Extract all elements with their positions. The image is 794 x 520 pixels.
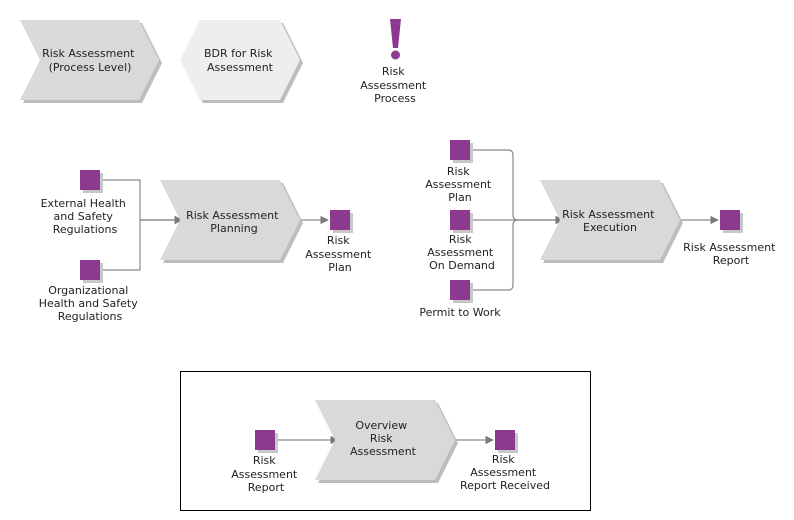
output-label-risk-assessment-plan: Risk Assessment Plan (305, 234, 374, 274)
input-square-permit-to-work[interactable] (450, 280, 473, 303)
legend-bdr-shape[interactable] (180, 20, 303, 103)
input-label-permit-to-work: Permit to Work (419, 306, 501, 319)
input-label-organizational-regulations: Organizational Health and Safety Regulat… (39, 284, 142, 323)
function-overview-risk-assessment[interactable] (315, 400, 458, 483)
function-label-execution: Risk Assessment Execution (562, 208, 658, 234)
input-square-organizational-regulations[interactable] (80, 260, 103, 283)
output-label-report-received: Risk Assessment Report Received (460, 453, 550, 492)
input-label-risk-assessment-plan: Risk Assessment Plan (425, 165, 494, 204)
exclamation-icon[interactable] (390, 19, 401, 60)
output-label-risk-assessment-report: Risk Assessment Report (683, 241, 779, 267)
function-label-overview: Overview Risk Assessment (350, 419, 417, 458)
function-label-planning: Risk Assessment Planning (186, 209, 282, 235)
legend-process-marker-label: Risk Assessment Process (360, 65, 429, 105)
function-risk-assessment-planning[interactable] (160, 180, 303, 263)
input-square-external-regulations[interactable] (80, 170, 103, 193)
connector-organizational-to-planning (100, 215, 183, 271)
input-square-risk-assessment-on-demand[interactable] (450, 210, 473, 233)
output-square-report-received[interactable] (495, 430, 518, 453)
input-label-risk-assessment-on-demand: Risk Assessment On Demand (427, 233, 496, 272)
input-square-risk-assessment-report[interactable] (255, 430, 278, 453)
legend-process-level-label: Risk Assessment (Process Level) (42, 47, 138, 74)
function-risk-assessment-execution[interactable] (540, 180, 683, 263)
input-label-risk-assessment-report: Risk Assessment Report (231, 454, 300, 494)
connector-permit-to-execution (470, 219, 519, 291)
output-square-risk-assessment-report[interactable] (720, 210, 743, 233)
input-label-external-regulations: External Health and Safety Regulations (41, 197, 130, 236)
legend-bdr-label: BDR for Risk Assessment (204, 47, 276, 74)
overview-frame (180, 371, 591, 511)
output-square-risk-assessment-plan[interactable] (330, 210, 353, 233)
input-square-risk-assessment-plan[interactable] (450, 140, 473, 163)
legend-process-level-shape[interactable] (20, 20, 162, 103)
